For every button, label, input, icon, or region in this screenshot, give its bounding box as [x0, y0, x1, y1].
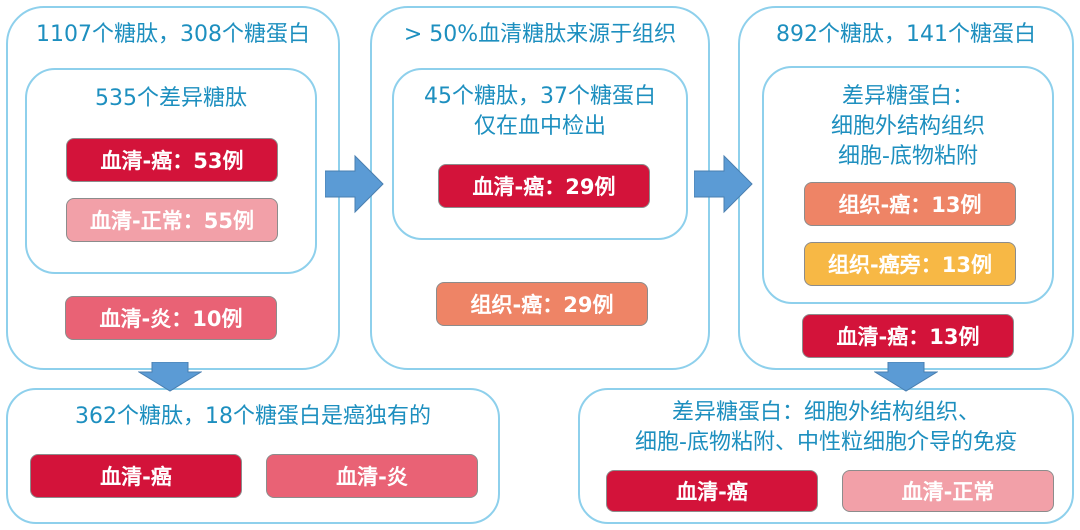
panel-tissue-glycoproteins: 892个糖肽，141个糖蛋白 差异糖蛋白： 细胞外结构组织 细胞-底物粘附 组织… — [738, 6, 1074, 370]
arrow-down-right-icon — [874, 362, 938, 392]
pill-serum-inflam-10: 血清-炎：10例 — [65, 296, 277, 340]
pill-serum-cancer-unique: 血清-癌 — [30, 454, 242, 498]
arrow-down-left-icon — [138, 362, 202, 392]
panel-diff-functions: 差异糖蛋白：细胞外结构组织、 细胞-底物粘附、中性粒细胞介导的免疫 血清-癌 血… — [578, 388, 1074, 524]
panel-diff-functions-title: 差异糖蛋白：细胞外结构组织、 细胞-底物粘附、中性粒细胞介导的免疫 — [635, 400, 1017, 455]
panel-serum-origin-title: > 50%血清糖肽来源于组织 — [403, 22, 677, 47]
panel-all-title: 1107个糖肽，308个糖蛋白 — [36, 22, 310, 47]
panel-diff-glycoproteins: 差异糖蛋白： 细胞外结构组织 细胞-底物粘附 组织-癌：13例 组织-癌旁：13… — [762, 66, 1054, 304]
pill-serum-normal-55: 血清-正常：55例 — [66, 198, 278, 242]
pill-serum-inflam-unique: 血清-炎 — [266, 454, 478, 498]
panel-cancer-unique-title: 362个糖肽，18个糖蛋白是癌独有的 — [75, 404, 431, 429]
panel-blood-only-title: 45个糖肽，37个糖蛋白 仅在血中检出 — [424, 84, 656, 139]
panel-tissue-title: 892个糖肽，141个糖蛋白 — [776, 22, 1036, 47]
panel-diff-glycoproteins-title: 差异糖蛋白： 细胞外结构组织 细胞-底物粘附 — [830, 84, 985, 169]
panel-blood-only: 45个糖肽，37个糖蛋白 仅在血中检出 血清-癌：29例 — [392, 68, 688, 240]
pill-tissue-cancer-29: 组织-癌：29例 — [436, 282, 648, 326]
pill-serum-cancer-13: 血清-癌：13例 — [802, 314, 1014, 358]
panel-all-glycopeptides: 1107个糖肽，308个糖蛋白 535个差异糖肽 血清-癌：53例 血清-正常：… — [6, 6, 340, 370]
panel-diff-title: 535个差异糖肽 — [95, 86, 247, 111]
pill-tissue-cancer-13: 组织-癌：13例 — [804, 182, 1016, 226]
pill-serum-cancer-29: 血清-癌：29例 — [438, 164, 650, 208]
arrow-right-2-icon — [694, 154, 753, 214]
panel-cancer-unique: 362个糖肽，18个糖蛋白是癌独有的 血清-癌 血清-炎 — [6, 388, 500, 524]
pill-serum-cancer-func: 血清-癌 — [606, 470, 818, 512]
panel-diff-glycopeptides: 535个差异糖肽 血清-癌：53例 血清-正常：55例 — [25, 68, 317, 274]
pill-tissue-adjacent-13: 组织-癌旁：13例 — [804, 242, 1016, 286]
pill-serum-normal-func: 血清-正常 — [842, 470, 1054, 512]
panel-serum-origin: > 50%血清糖肽来源于组织 45个糖肽，37个糖蛋白 仅在血中检出 血清-癌：… — [370, 6, 710, 370]
pill-serum-cancer-53: 血清-癌：53例 — [66, 138, 278, 182]
arrow-right-1-icon — [325, 154, 384, 214]
